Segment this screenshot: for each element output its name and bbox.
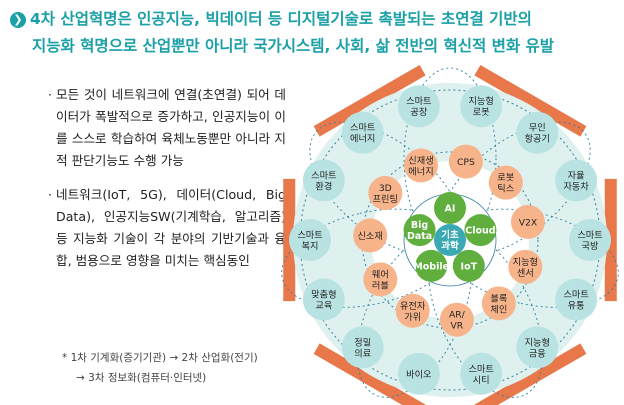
ring-band — [293, 83, 607, 397]
outer-node — [516, 326, 559, 369]
bullet-marker: · — [48, 187, 53, 202]
bullet-item: · 모든 것이 네트워크에 연결(초연결) 되어 데이터가 폭발적으로 증가하고… — [48, 84, 286, 172]
core-node-label: AI — [445, 204, 456, 215]
middle-node — [488, 165, 523, 200]
outer-node — [397, 85, 440, 128]
hexagon-frame-segment — [313, 343, 426, 405]
middle-node — [368, 175, 403, 210]
dotted-petal — [441, 208, 619, 308]
core-node — [464, 214, 497, 247]
outer-node-label: 바이오 — [406, 369, 431, 380]
outer-node — [460, 85, 503, 128]
core-node — [415, 249, 448, 282]
footnote-line-2: → 3차 정보화(컴퓨터·인터넷) — [76, 372, 207, 384]
bullet-list: · 모든 것이 네트워크에 연결(초연결) 되어 데이터가 폭발적으로 증가하고… — [48, 84, 286, 284]
hexagon-frame-segment — [313, 65, 426, 137]
center-node — [434, 224, 466, 256]
bullet-text: 모든 것이 네트워크에 연결(초연결) 되어 데이터가 폭발적으로 증가하고, … — [56, 87, 286, 168]
outer-node — [302, 159, 345, 202]
outer-node — [555, 278, 598, 321]
middle-node — [403, 148, 438, 183]
outer-node — [341, 111, 384, 154]
title-line-2: 지능화 혁명으로 산업뿐만 아니라 국가시스템, 사회, 삶 전반의 혁신적 변… — [32, 37, 555, 55]
hexagon-frame-segment — [474, 65, 587, 137]
core-node-label: IoT — [461, 261, 478, 272]
dotted-petal — [403, 67, 497, 249]
outer-node — [302, 278, 345, 321]
outer-node — [516, 111, 559, 154]
outer-node — [397, 352, 440, 395]
page-title: ❯4차 산업혁명은 인공지능, 빅데이터 등 디지털기술로 촉발되는 초연결 기… — [10, 6, 620, 60]
middle-node-label: V2X — [519, 217, 537, 228]
footnote-line-1: * 1차 기계화(증기기관) → 2차 산업화(전기) — [62, 352, 258, 364]
core-node — [434, 192, 466, 224]
bullet-text: 네트워크(IoT, 5G), 데이터(Cloud, Big Data), 인공지… — [56, 187, 286, 268]
outer-node — [569, 219, 611, 261]
middle-node — [508, 249, 543, 284]
middle-node-label: AR/VR — [449, 310, 466, 332]
middle-node — [353, 218, 388, 253]
outer-node — [289, 219, 331, 261]
middle-node — [448, 144, 483, 179]
middle-node — [481, 286, 516, 321]
core-node — [403, 214, 436, 247]
outer-node — [555, 159, 598, 202]
middle-node-label: 신소재 — [357, 231, 382, 242]
middle-node — [363, 262, 398, 297]
outer-node — [341, 326, 384, 369]
core-node-label: Cloud — [465, 226, 495, 237]
title-line-1: 4차 산업혁명은 인공지능, 빅데이터 등 디지털기술로 촉발되는 초연결 기반… — [30, 10, 532, 28]
hexagon-frame-segment — [474, 343, 587, 405]
bullet-marker: · — [48, 87, 53, 102]
middle-node — [395, 293, 430, 328]
middle-node — [510, 204, 545, 239]
core-node — [452, 249, 485, 282]
chevron-right-icon: ❯ — [10, 12, 26, 28]
dotted-petal — [428, 229, 543, 398]
outer-node — [460, 352, 503, 395]
middle-node — [439, 302, 474, 337]
dotted-petal — [281, 208, 459, 308]
footnote: * 1차 기계화(증기기관) → 2차 산업화(전기) → 3차 정보화(컴퓨터… — [62, 348, 258, 388]
middle-node-label: CPS — [457, 157, 475, 168]
core-node-label: Mobile — [413, 261, 449, 272]
bullet-item: · 네트워크(IoT, 5G), 데이터(Cloud, Big Data), 인… — [48, 184, 286, 272]
